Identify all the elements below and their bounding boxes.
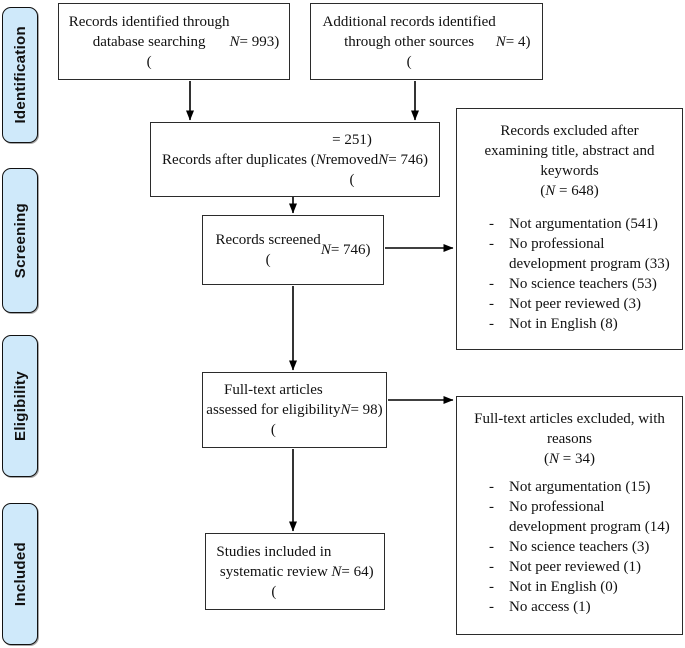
exclusion-reason: -No professional development program (14… [489, 497, 679, 537]
exclusion-reason: -Not argumentation (541) [489, 214, 679, 234]
exclusion-reason: -Not peer reviewed (1) [489, 557, 679, 577]
list-dash: - [489, 499, 494, 515]
exclusion-reason-text: No professional development program (14) [509, 499, 670, 535]
stage-label-text: Included [11, 541, 29, 607]
exclusion-reason: -Not in English (8) [489, 314, 679, 334]
exclusion-reason-text: Not in English (0) [509, 579, 618, 595]
excluded-fulltext-reason-list: -Not argumentation (15)-No professional … [457, 477, 682, 617]
stage-label-text: Screening [11, 202, 29, 279]
list-dash: - [489, 276, 494, 292]
stage-label-screening: Screening [2, 168, 38, 313]
exclusion-reason-text: Not argumentation (15) [509, 479, 651, 495]
exclusion-reason: -No science teachers (3) [489, 537, 679, 557]
stage-label-text: Identification [11, 26, 29, 124]
box-records-screened: Records screened(N = 746) [202, 215, 384, 285]
excluded-screening-reason-list: -Not argumentation (541)-No professional… [457, 214, 682, 334]
exclusion-reason-text: No access (1) [509, 599, 591, 615]
list-dash: - [489, 479, 494, 495]
exclusion-reason: -No access (1) [489, 597, 679, 617]
exclusion-reason-text: Not peer reviewed (1) [509, 559, 642, 575]
exclusion-reason: -Not peer reviewed (3) [489, 294, 679, 314]
list-dash: - [489, 216, 494, 232]
list-dash: - [489, 579, 494, 595]
list-dash: - [489, 236, 494, 252]
exclusion-reason: -Not argumentation (15) [489, 477, 679, 497]
exclusion-reason-text: No science teachers (53) [509, 276, 657, 292]
exclusion-reason: -No professional development program (33… [489, 234, 679, 274]
list-dash: - [489, 599, 494, 615]
list-dash: - [489, 316, 494, 332]
box-records-after-duplicates-removed: Records after duplicates (N = 251)remove… [150, 122, 440, 197]
list-dash: - [489, 559, 494, 575]
list-dash: - [489, 296, 494, 312]
exclusion-reason: -Not in English (0) [489, 577, 679, 597]
stage-label-eligibility: Eligibility [2, 335, 38, 477]
exclusion-reason-text: No science teachers (3) [509, 539, 650, 555]
exclusion-reason-text: Not argumentation (541) [509, 216, 658, 232]
exclusion-reason-text: Not peer reviewed (3) [509, 296, 642, 312]
exclusion-reason-text: No professional development program (33) [509, 236, 670, 272]
exclusion-reason-text: Not in English (8) [509, 316, 618, 332]
list-dash: - [489, 539, 494, 555]
stage-label-included: Included [2, 503, 38, 645]
exclusion-reason: -No science teachers (53) [489, 274, 679, 294]
stage-label-identification: Identification [2, 7, 38, 143]
stage-label-text: Eligibility [11, 371, 29, 441]
